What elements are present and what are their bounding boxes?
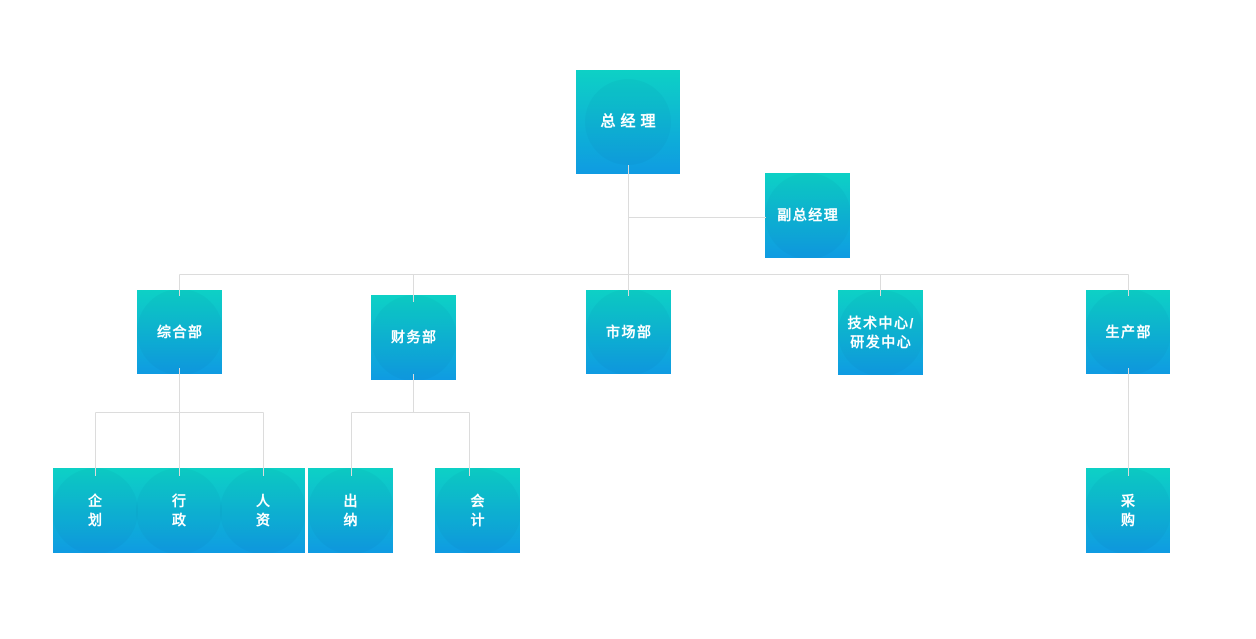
org-node-label: 综合部 (157, 323, 204, 340)
org-node-label: 生产部 (1105, 323, 1152, 340)
org-node-label: 市场部 (606, 323, 653, 340)
org-node-label: 副总经理 (777, 207, 840, 224)
org-node-general-affairs-dept[interactable]: 综合部 (137, 290, 222, 374)
org-node-label: 总经理 (600, 113, 661, 131)
org-node-label: 技术中心/ 研发中心 (847, 315, 915, 350)
org-node-label: 出 纳 (343, 493, 359, 528)
org-node-finance-dept[interactable]: 财务部 (371, 295, 456, 380)
org-node-label: 人 资 (256, 493, 272, 528)
org-node-label: 行 政 (172, 493, 188, 528)
org-node-administration[interactable]: 行 政 (137, 492, 221, 529)
org-node-accounting[interactable]: 会 计 (435, 468, 520, 553)
org-node-label: 财务部 (391, 329, 438, 346)
org-node-planning[interactable]: 企 划 (53, 492, 137, 529)
org-node-label: 企 划 (88, 493, 104, 528)
org-node-cashier[interactable]: 出 纳 (308, 468, 393, 553)
org-node-production-dept[interactable]: 生产部 (1086, 290, 1170, 374)
org-node-label: 会 计 (470, 493, 486, 528)
org-node-tech-rd-center[interactable]: 技术中心/ 研发中心 (838, 290, 923, 375)
org-node-label: 采 购 (1121, 493, 1137, 528)
org-node-human-resources[interactable]: 人 资 (221, 492, 305, 529)
org-node-group-general-subdepts: 企 划 行 政 人 资 (53, 468, 305, 553)
org-node-general-manager[interactable]: 总经理 (576, 70, 680, 174)
org-node-marketing-dept[interactable]: 市场部 (586, 290, 671, 374)
org-node-deputy-general-manager[interactable]: 副总经理 (765, 173, 850, 258)
org-node-procurement[interactable]: 采 购 (1086, 468, 1170, 553)
